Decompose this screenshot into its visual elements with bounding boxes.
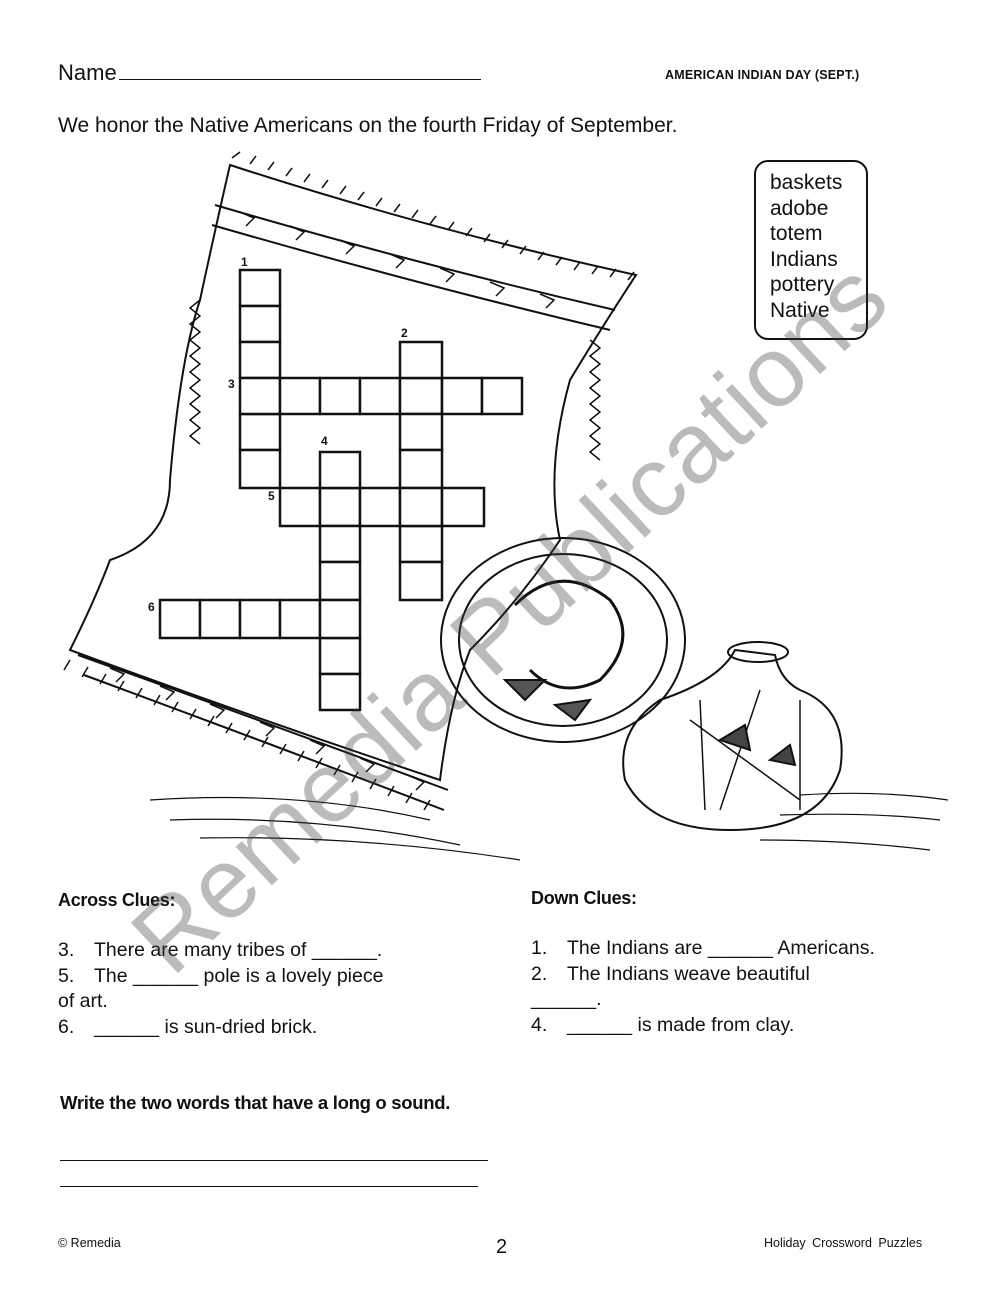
plate-illustration bbox=[440, 537, 686, 743]
clue-number-2: 2 bbox=[401, 326, 408, 340]
answer-line-1[interactable] bbox=[60, 1160, 488, 1161]
crossword-grid[interactable] bbox=[158, 268, 524, 712]
across-clues-list: 3.There are many tribes of ______. 5.The… bbox=[58, 938, 478, 1040]
clue-number-5: 5 bbox=[268, 489, 275, 503]
word-bank-item: baskets bbox=[770, 171, 843, 194]
down-clue-1: 1.The Indians are ______ Americans. bbox=[531, 937, 875, 959]
name-label: Name bbox=[58, 60, 117, 85]
blanket-illustration bbox=[63, 151, 638, 811]
across-clue-5: 5.The ______ pole is a lovely piece bbox=[58, 964, 384, 987]
down-clues-list: 1.The Indians are ______ Americans. 2.Th… bbox=[531, 936, 951, 1038]
across-clue-3: 3.There are many tribes of ______. bbox=[58, 939, 383, 961]
across-clue-5-continued: of art. bbox=[58, 990, 108, 1012]
across-clues-heading: Across Clues: bbox=[58, 890, 176, 910]
word-bank: baskets adobe totem Indians pottery Nati… bbox=[754, 160, 868, 340]
clue-number-1: 1 bbox=[241, 255, 248, 269]
intro-text: We honor the Native Americans on the fou… bbox=[58, 114, 678, 137]
word-bank-item: pottery bbox=[770, 273, 835, 296]
page-number: 2 bbox=[496, 1236, 508, 1258]
word-bank-item: totem bbox=[770, 222, 823, 245]
long-o-question: Write the two words that have a long o s… bbox=[60, 1092, 451, 1113]
clue-number-4: 4 bbox=[321, 434, 328, 448]
across-clue-6: 6.______ is sun-dried brick. bbox=[58, 1015, 318, 1038]
illustration: 1 2 3 4 5 6 bbox=[63, 151, 949, 861]
pot-illustration bbox=[622, 641, 843, 832]
answer-line-2[interactable] bbox=[60, 1186, 478, 1187]
name-field: Name bbox=[58, 60, 481, 86]
footer-copyright: © Remedia bbox=[58, 1236, 121, 1250]
down-clues-heading: Down Clues: bbox=[531, 888, 637, 908]
ground-lines bbox=[149, 792, 949, 861]
down-clue-4: 4.______ is made from clay. bbox=[531, 1013, 795, 1036]
clue-number-3: 3 bbox=[228, 377, 235, 391]
footer-book-title: Holiday Crossword Puzzles bbox=[764, 1236, 923, 1250]
clue-number-6: 6 bbox=[148, 600, 155, 614]
down-clue-2-continued: ______. bbox=[531, 988, 602, 1010]
topic-title: AMERICAN INDIAN DAY (SEPT.) bbox=[665, 68, 860, 82]
word-bank-item: adobe bbox=[770, 196, 829, 220]
down-clue-2: 2.The Indians weave beautiful bbox=[531, 962, 810, 985]
name-line[interactable] bbox=[118, 61, 481, 80]
word-bank-item: Native bbox=[770, 298, 830, 322]
word-bank-item: Indians bbox=[770, 247, 838, 271]
